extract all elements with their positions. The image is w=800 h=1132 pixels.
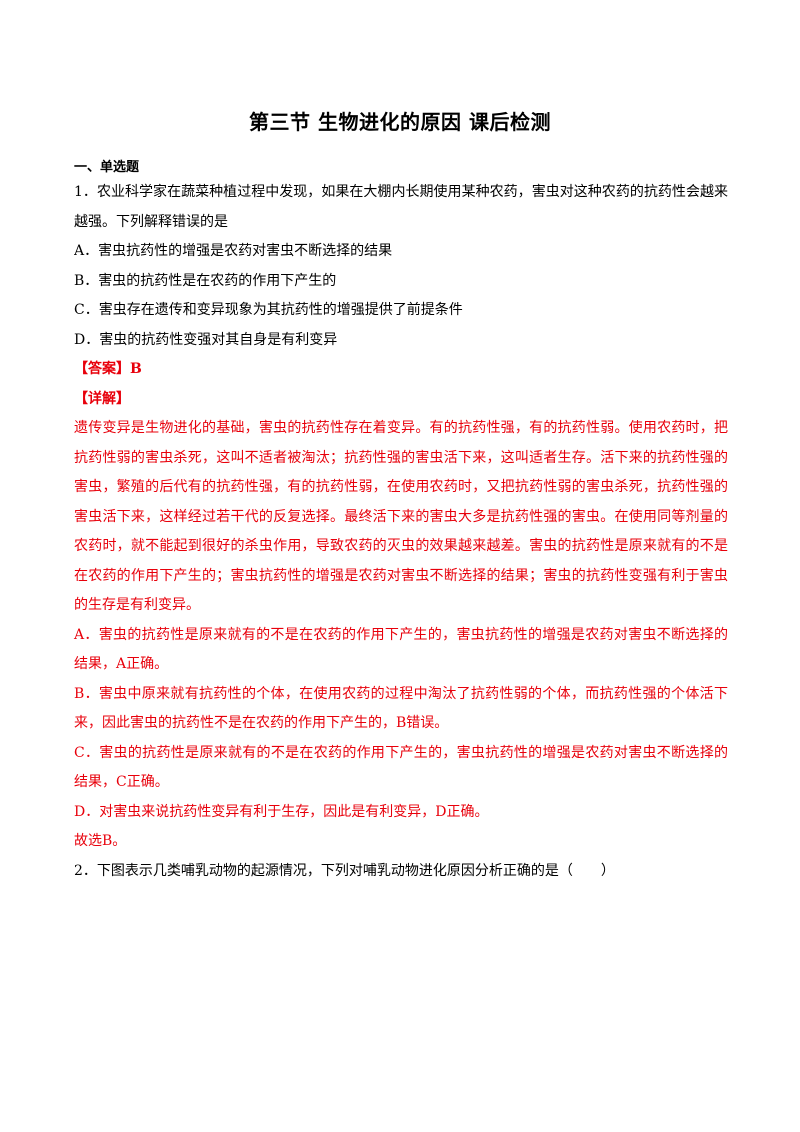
detail-paragraph: 遗传变异是生物进化的基础，害虫的抗药性存在着变异。有的抗药性强，有的抗药性弱。使…: [74, 420, 728, 613]
option-b: B．害虫的抗药性是在农药的作用下产生的: [74, 272, 337, 289]
question-list: 1．农业科学家在蔬菜种植过程中发现，如果在大棚内长期使用某种农药，害虫对这种农药…: [74, 178, 728, 886]
conclusion: 故选B。: [74, 833, 127, 849]
option-c: C．害虫存在遗传和变异现象为其抗药性的增强提供了前提条件: [74, 302, 463, 318]
section-heading: 一、单选题: [74, 160, 140, 175]
analysis-d: D．对害虫来说抗药性变异有利于生存，因此是有利变异，D正确。: [74, 803, 489, 820]
answer-label: 【答案】B: [74, 361, 142, 377]
analysis-b: B．害虫中原来就有抗药性的个体，在使用农药的过程中淘汰了抗药性弱的个体，而抗药性…: [74, 685, 728, 732]
detail-label: 【详解】: [74, 390, 130, 407]
question-2-stem: 2．下图表示几类哺乳动物的起源情况，下列对哺乳动物进化原因分析正确的是（ ）: [74, 862, 615, 879]
option-a: A．害虫抗药性的增强是农药对害虫不断选择的结果: [74, 243, 393, 259]
page-title: 第三节 生物进化的原因 课后检测: [249, 110, 551, 134]
question-1-stem: 1．农业科学家在蔬菜种植过程中发现，如果在大棚内长期使用某种农药，害虫对这种农药…: [74, 184, 728, 230]
option-d: D．害虫的抗药性变强对其自身是有利变异: [74, 331, 338, 348]
analysis-c: C．害虫的抗药性是原来就有的不是在农药的作用下产生的，害虫抗药性的增强是农药对害…: [74, 744, 728, 791]
analysis-a: A．害虫的抗药性是原来就有的不是在农药的作用下产生的，害虫抗药性的增强是农药对害…: [74, 626, 728, 673]
